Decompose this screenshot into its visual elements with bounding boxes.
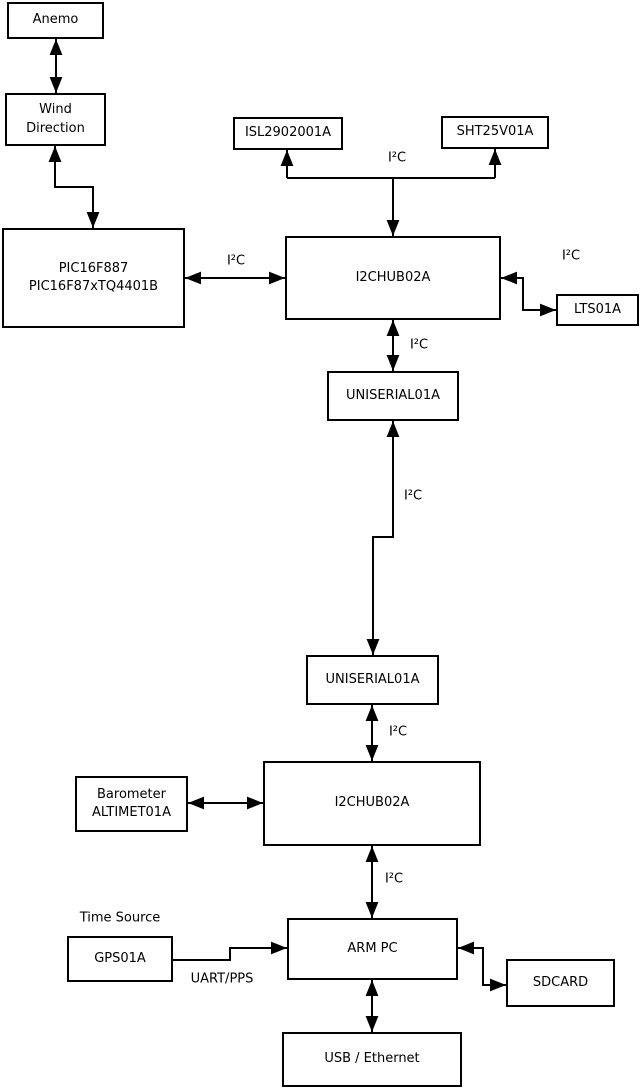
node-barometer-label-line2: ALTIMET01A — [92, 805, 171, 820]
node-arm-pc: ARM PC — [287, 918, 458, 980]
connector-i2chub-top-lts — [501, 271, 556, 317]
node-barometer-altimet01a: Barometer ALTIMET01A — [75, 776, 188, 832]
node-i2chub02a-bottom-label: I2CHUB02A — [334, 795, 410, 811]
node-barometer-label-line1: Barometer — [97, 786, 166, 802]
node-isl2902001a-label: ISL2902001A — [244, 125, 332, 141]
node-pic16f887: PIC16F887 PIC16F87xTQ4401B — [2, 228, 185, 328]
edge-label-i2c-pic-hub: I²C — [226, 253, 246, 269]
connector-armpc-sdcard — [458, 941, 506, 992]
connector-uniserial-link — [366, 421, 400, 655]
edge-label-i2c-hub-lts: I²C — [561, 248, 581, 264]
edge-label-i2c-uniserial-hub2: I²C — [388, 724, 408, 740]
node-uniserial01a-bottom: UNISERIAL01A — [306, 655, 439, 705]
edge-label-i2c-uniserial-link: I²C — [403, 488, 423, 504]
node-sdcard-label: SDCARD — [532, 974, 589, 990]
node-wind-direction: Wind Direction — [5, 93, 106, 146]
node-uniserial01a-top: UNISERIAL01A — [327, 371, 459, 421]
node-pic16f887-label-line1: PIC16F887 — [58, 260, 129, 276]
node-isl2902001a: ISL2902001A — [233, 117, 343, 150]
edge-label-i2c-hub2-armpc: I²C — [384, 871, 404, 887]
node-usb-ethernet-label: USB / Ethernet — [324, 1051, 420, 1067]
node-arm-pc-label: ARM PC — [347, 940, 398, 956]
edge-label-i2c-hub-uniserial: I²C — [409, 337, 429, 353]
edge-label-uart-pps: UART/PPS — [190, 971, 254, 987]
node-lts01a-label: LTS01A — [573, 301, 622, 317]
node-i2chub02a-top: I2CHUB02A — [285, 236, 501, 320]
node-uniserial01a-top-label: UNISERIAL01A — [346, 387, 440, 403]
connector-winddirection-pic — [48, 146, 100, 228]
node-sht25v01a: SHT25V01A — [441, 116, 549, 149]
node-anemo: Anemo — [7, 2, 104, 39]
node-gps01a: GPS01A — [67, 936, 173, 982]
node-usb-ethernet: USB / Ethernet — [282, 1032, 462, 1087]
node-sht25v01a-label: SHT25V01A — [456, 124, 534, 140]
node-wind-direction-label-line1: Wind — [39, 102, 72, 118]
node-i2chub02a-bottom: I2CHUB02A — [263, 761, 481, 846]
node-wind-direction-label-line2: Direction — [26, 120, 85, 136]
caption-time-source: Time Source — [79, 910, 161, 926]
node-pic16f887-label-line2: PIC16F87xTQ4401B — [28, 279, 159, 294]
node-sdcard: SDCARD — [506, 959, 615, 1007]
node-i2chub02a-top-label: I2CHUB02A — [355, 269, 431, 285]
node-anemo-label: Anemo — [32, 12, 79, 28]
edge-label-i2c-sensor-bus: I²C — [387, 150, 407, 166]
node-gps01a-label: GPS01A — [94, 950, 146, 966]
node-uniserial01a-bottom-label: UNISERIAL01A — [325, 671, 420, 687]
connector-gps-armpc — [173, 941, 287, 961]
node-lts01a: LTS01A — [556, 294, 639, 326]
